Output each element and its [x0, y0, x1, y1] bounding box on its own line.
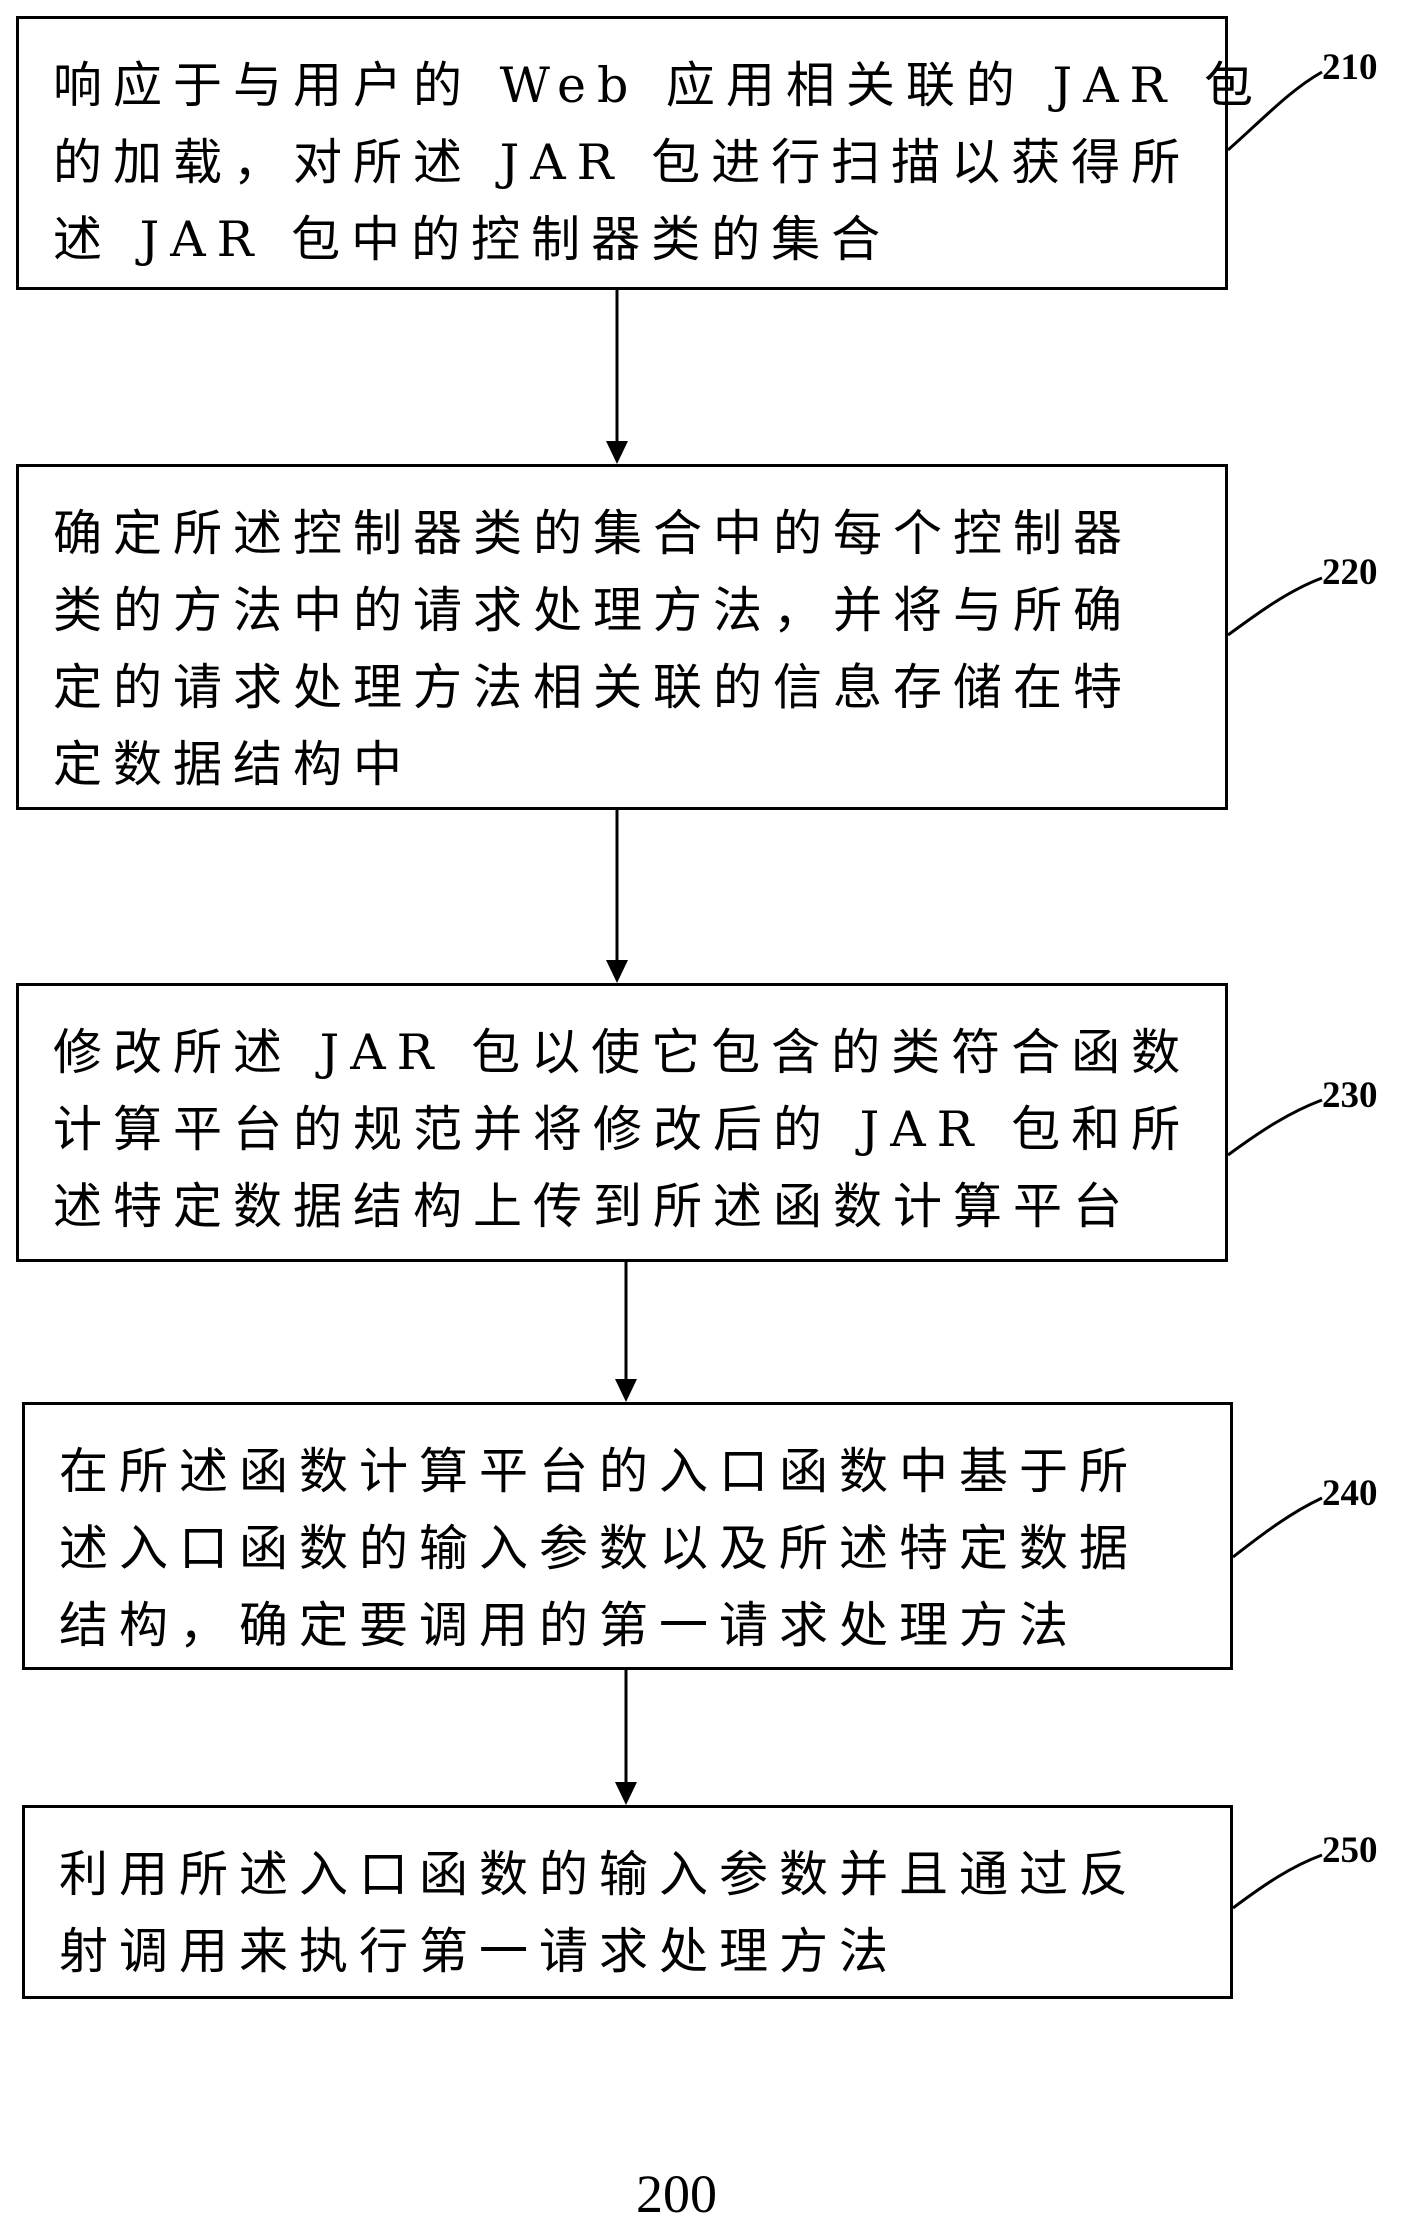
step-text-230-line-2: 计算平台的规范并将修改后的 JAR 包和所 — [53, 1101, 1192, 1158]
step-label-240: 240 — [1322, 1473, 1378, 1514]
step-label-210: 210 — [1322, 47, 1378, 88]
step-text-240-line-1: 在所述函数计算平台的入口函数中基于所 — [59, 1443, 1140, 1500]
step-text-230-line-1: 修改所述 JAR 包以使它包含的类符合函数 — [53, 1024, 1192, 1081]
arrow-210-to-220 — [606, 290, 628, 464]
step-text-210-line-2: 的加载，对所述 JAR 包进行扫描以获得所 — [53, 134, 1192, 191]
step-box-230: 修改所述 JAR 包以使它包含的类符合函数 计算平台的规范并将修改后的 JAR … — [16, 983, 1228, 1262]
step-label-220: 220 — [1322, 552, 1378, 593]
step-text-220-line-1: 确定所述控制器类的集合中的每个控制器 — [53, 505, 1134, 562]
step-text-230-line-3: 述特定数据结构上传到所述函数计算平台 — [53, 1178, 1134, 1235]
step-box-220: 确定所述控制器类的集合中的每个控制器 类的方法中的请求处理方法，并将与所确 定的… — [16, 464, 1228, 810]
arrow-230-to-240 — [615, 1262, 637, 1402]
step-box-250: 利用所述入口函数的输入参数并且通过反 射调用来执行第一请求处理方法 — [22, 1805, 1233, 1999]
arrow-220-to-230 — [606, 810, 628, 983]
step-text-220-line-4: 定数据结构中 — [53, 736, 414, 793]
step-label-230: 230 — [1322, 1075, 1378, 1116]
step-text-210-line-1: 响应于与用户的 Web 应用相关联的 JAR 包 — [53, 57, 1264, 114]
leader-line-210 — [1227, 70, 1323, 152]
step-text-220-line-3: 定的请求处理方法相关联的信息存储在特 — [53, 659, 1134, 716]
step-text-240-line-3: 结构，确定要调用的第一请求处理方法 — [59, 1597, 1080, 1654]
figure-number: 200 — [636, 2164, 717, 2224]
step-text-240-line-2: 述入口函数的输入参数以及所述特定数据 — [59, 1520, 1140, 1577]
leader-line-230 — [1227, 1098, 1323, 1157]
step-text-220-line-2: 类的方法中的请求处理方法，并将与所确 — [53, 582, 1134, 639]
leader-line-240 — [1232, 1496, 1323, 1559]
leader-line-250 — [1232, 1853, 1323, 1910]
step-box-210: 响应于与用户的 Web 应用相关联的 JAR 包 的加载，对所述 JAR 包进行… — [16, 16, 1264, 290]
arrow-240-to-250 — [615, 1670, 637, 1805]
step-text-250-line-2: 射调用来执行第一请求处理方法 — [59, 1923, 900, 1980]
step-text-210-line-3: 述 JAR 包中的控制器类的集合 — [53, 211, 892, 268]
step-text-250-line-1: 利用所述入口函数的输入参数并且通过反 — [59, 1846, 1140, 1903]
step-box-240: 在所述函数计算平台的入口函数中基于所 述入口函数的输入参数以及所述特定数据 结构… — [22, 1402, 1233, 1670]
step-label-250: 250 — [1322, 1830, 1378, 1871]
leader-line-220 — [1227, 576, 1323, 637]
